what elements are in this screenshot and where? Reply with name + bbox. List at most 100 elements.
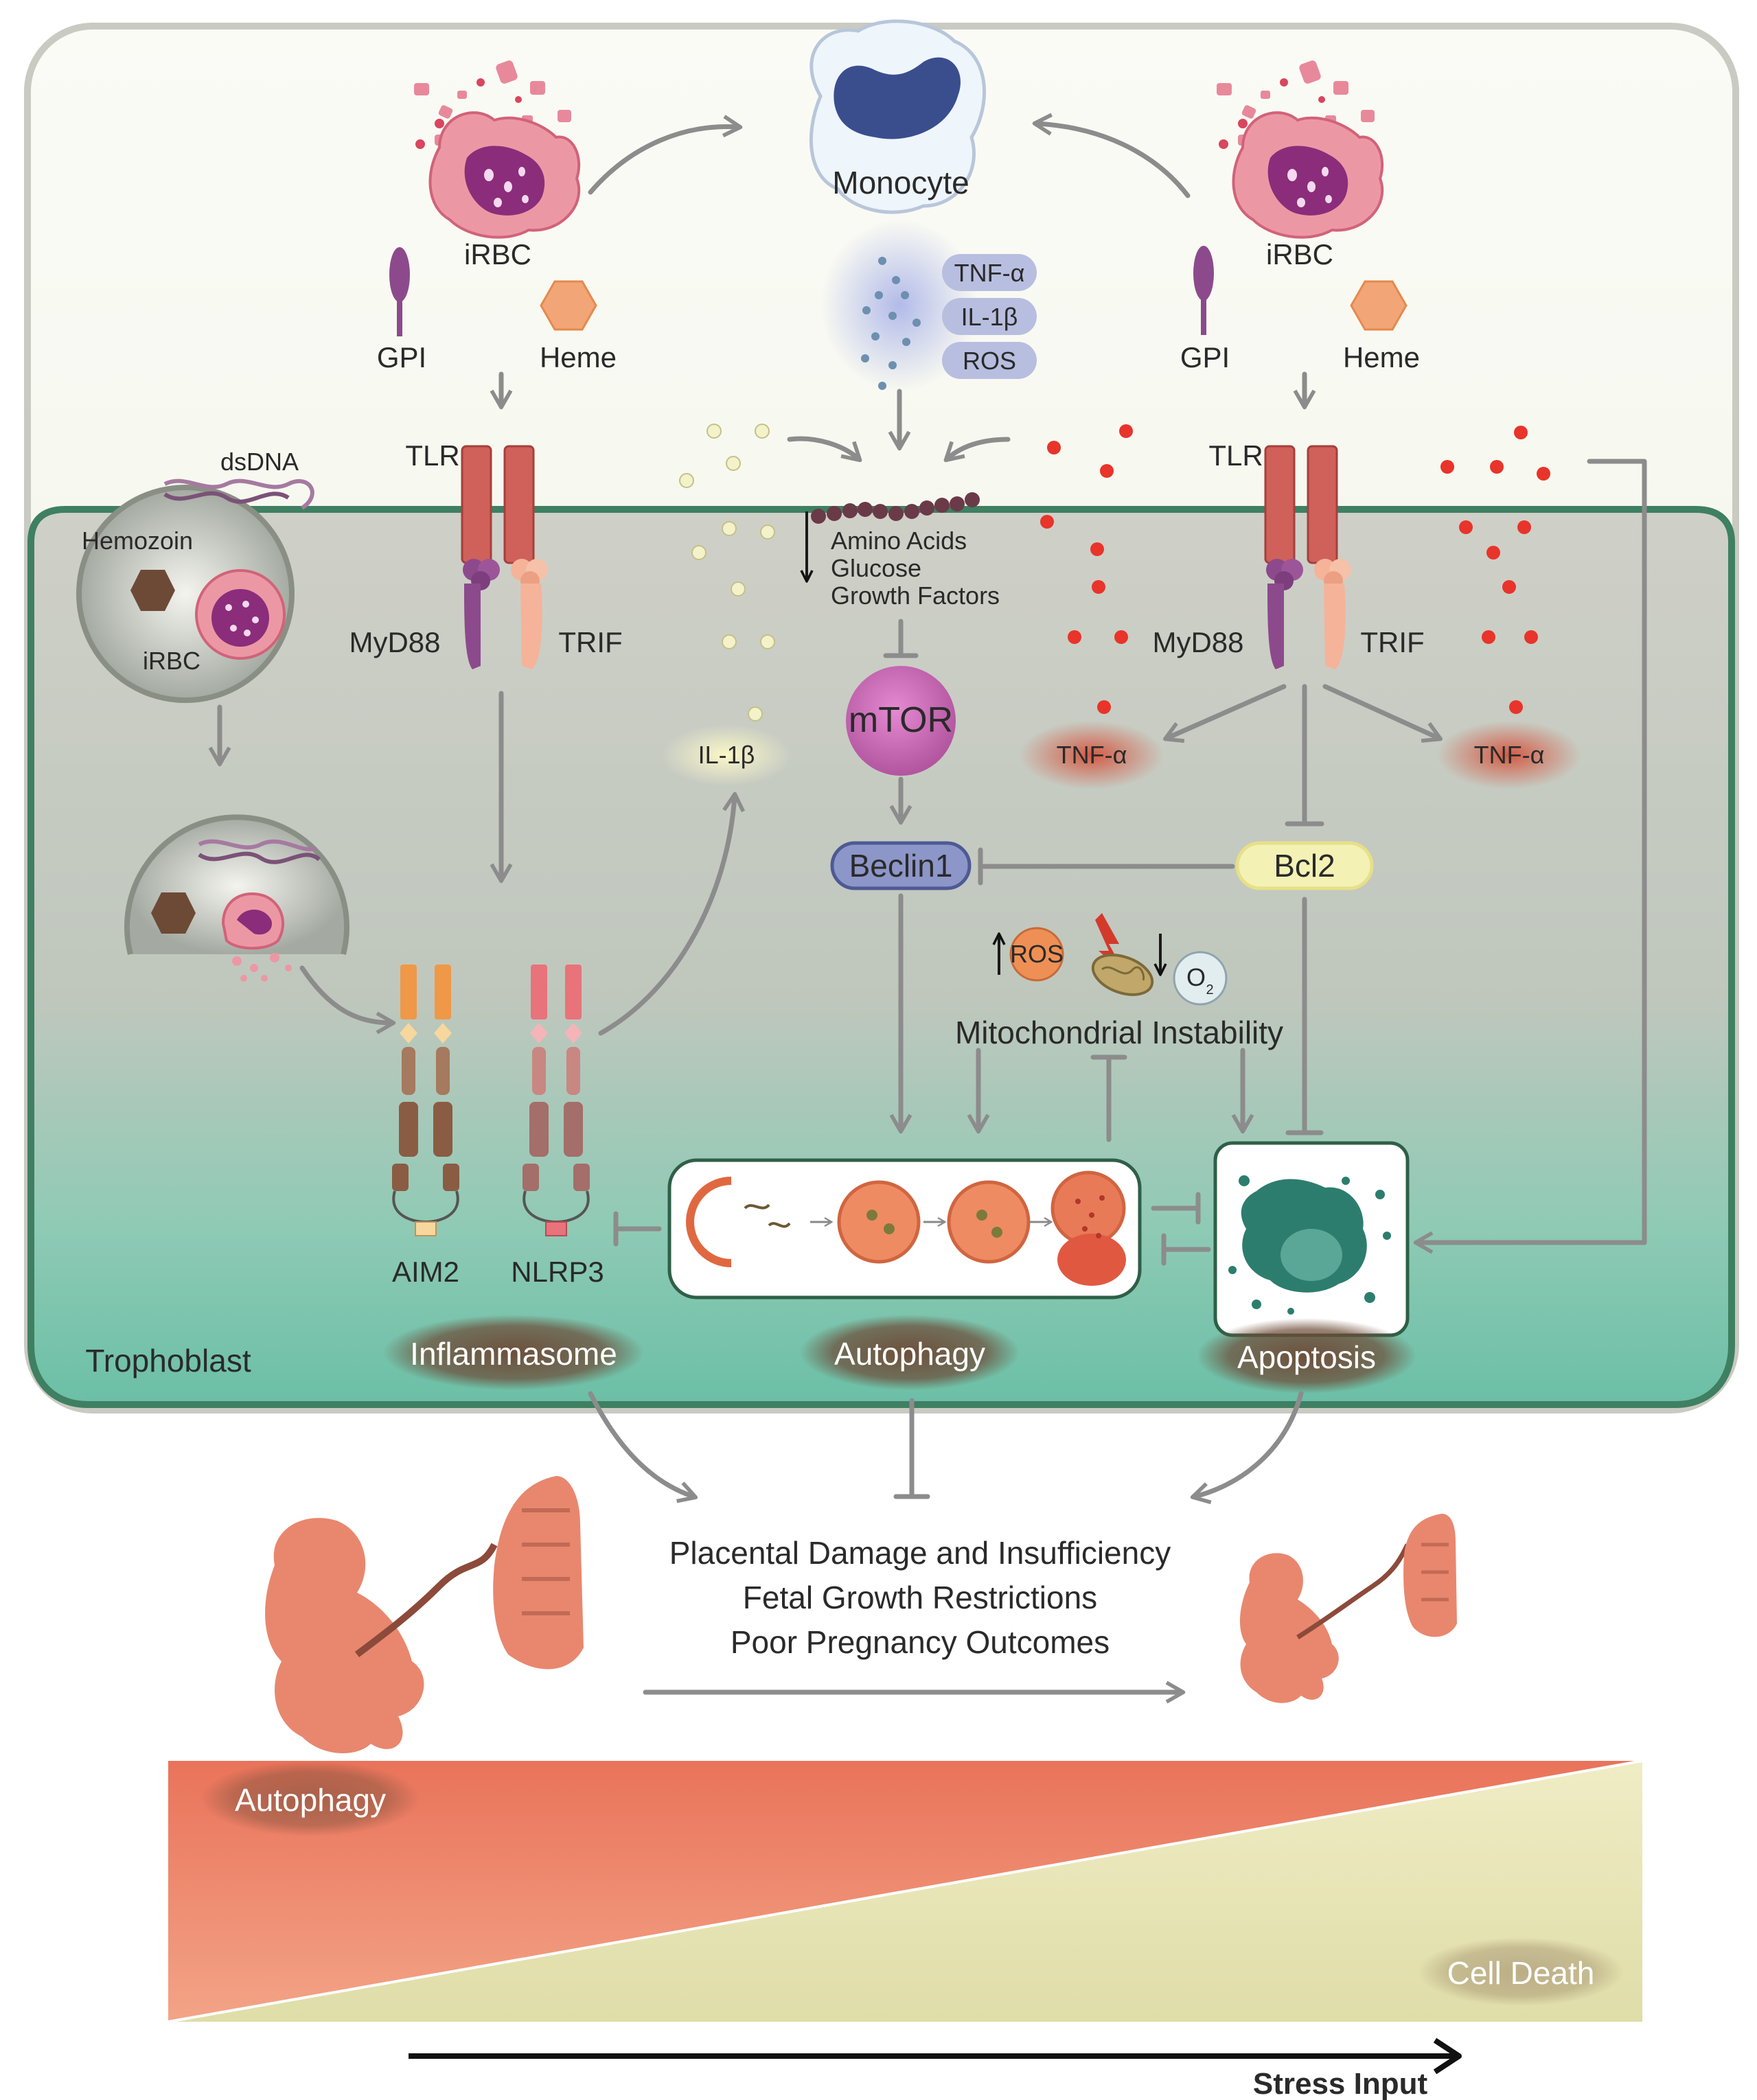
bottom-autophagy-glow	[200, 1761, 420, 1836]
stress-input-arrowhead	[1433, 2038, 1462, 2075]
inhibit-bcl2-apoptosis	[1285, 897, 1324, 1135]
heme-right-icon	[1350, 280, 1408, 331]
vacuole-top	[76, 478, 314, 703]
tnfa-left-glow	[1020, 721, 1164, 789]
mitochondrion-icon	[1091, 913, 1154, 996]
o2-subscript: 2	[1206, 982, 1213, 997]
inflammasome-glow	[383, 1315, 644, 1390]
gpi-left-label: GPI	[377, 341, 426, 373]
autophagy-box	[667, 1158, 1142, 1300]
cytokine-tnfa: TNF-α	[954, 259, 1025, 287]
arrow-apoptosis-to-outcomes	[1190, 1391, 1304, 1505]
apoptosis-label: Apoptosis	[1237, 1339, 1376, 1375]
ros-indicator: ROS	[992, 927, 1064, 982]
tnfa-dots	[1040, 424, 1550, 714]
vacuole-bottom	[124, 814, 349, 982]
tlr-left-receptor	[461, 445, 548, 669]
autophagy-glow	[800, 1315, 1020, 1390]
inhibit-apoptosis-autophagy	[1161, 1233, 1211, 1266]
dsdna-label: dsDNA	[220, 448, 299, 476]
myd88-left-label: MyD88	[349, 626, 440, 658]
irbc-left: iRBC	[414, 60, 581, 270]
cytokine-il1b: IL-1β	[961, 303, 1018, 331]
cytokine-ros: ROS	[963, 347, 1016, 375]
tlr-left-label: TLR	[405, 439, 459, 472]
arrow-irbc-left-to-monocyte	[588, 115, 743, 195]
nutrient-amino-acids: Amino Acids	[831, 527, 967, 555]
bcl2-label: Bcl2	[1274, 848, 1335, 884]
bcl2-node	[1235, 841, 1374, 890]
aim2-inflammasome	[392, 965, 459, 1236]
inhibit-autophagy-inflammasome	[613, 1211, 662, 1247]
inflammasome-label: Inflammasome	[410, 1336, 617, 1372]
mitochondrial-instability-label: Mitochondrial Instability	[955, 1015, 1283, 1050]
o2-indicator: O 2	[1153, 934, 1228, 1006]
inhibit-bcl2-beclin1	[978, 847, 1235, 886]
tnfa-right-glow	[1437, 721, 1581, 789]
nutrient-growth-factors: Growth Factors	[831, 581, 1000, 610]
nutrient-chain	[811, 492, 980, 524]
fetus-small-icon	[1239, 1514, 1457, 1703]
beclin1-label: Beclin1	[849, 848, 953, 884]
arrow-dots-to-cytokines-right	[943, 437, 1011, 463]
o2-label: O	[1186, 963, 1206, 991]
inhibit-autophagy-mito	[1090, 1054, 1127, 1142]
hemozoin-label: Hemozoin	[82, 527, 193, 555]
il1b-glow	[661, 724, 792, 786]
beclin1-node	[830, 841, 972, 890]
nutrient-glucose: Glucose	[831, 554, 921, 582]
fetus-large-icon	[265, 1476, 584, 1753]
il1b-dots	[679, 424, 775, 722]
trophoblast-label: Trophoblast	[85, 1343, 251, 1378]
irbc-left-label: iRBC	[464, 238, 531, 270]
outcome-fetal-growth: Fetal Growth Restrictions	[743, 1580, 1097, 1615]
tnfa-left-label: TNF-α	[1057, 741, 1127, 769]
cytokine-list: TNF-α IL-1β ROS	[942, 254, 1037, 379]
il1b-label: IL-1β	[698, 741, 755, 769]
tnfa-right-label: TNF-α	[1474, 741, 1545, 769]
irbc-vacuole-label: iRBC	[143, 647, 200, 675]
arrow-myd88-to-tnfa-left	[1162, 684, 1287, 743]
trif-right-label: TRIF	[1360, 626, 1424, 658]
gpi-left-icon	[389, 247, 410, 336]
irbc-right-label: iRBC	[1266, 238, 1333, 270]
stress-input-label: Stress Input	[1253, 2067, 1428, 2100]
irbc-right: iRBC	[1217, 60, 1384, 270]
bottom-autophagy-label: Autophagy	[235, 1782, 386, 1818]
autophagy-label: Autophagy	[834, 1336, 985, 1372]
monocyte-label: Monocyte	[832, 165, 969, 200]
cell-death-label: Cell Death	[1447, 1955, 1595, 1991]
cytokine-dots	[861, 257, 921, 390]
arrow-inflammasome-to-outcomes	[588, 1391, 698, 1503]
inhibit-nutrients-mtor	[883, 619, 919, 658]
arrow-trif-to-tnfa-right	[1322, 684, 1443, 743]
ros-label: ROS	[1010, 940, 1064, 968]
tlr-right-receptor	[1264, 445, 1351, 669]
cell-death-glow	[1418, 1937, 1624, 2006]
nlrp3-label: NLRP3	[511, 1256, 604, 1288]
apoptosis-box	[1213, 1141, 1410, 1337]
arrow-tnfa-to-apoptosis	[1413, 459, 1647, 1254]
myd88-right-label: MyD88	[1152, 626, 1243, 658]
arrow-irbc-right-to-monocyte	[1032, 113, 1191, 198]
apoptosis-glow	[1197, 1318, 1416, 1394]
arrow-vacuole-to-aim2	[299, 965, 396, 1035]
inhibit-tlr-bcl2	[1285, 684, 1324, 827]
outcome-placental-damage: Placental Damage and Insufficiency	[669, 1535, 1171, 1571]
inhibit-autophagy-outcomes	[893, 1398, 930, 1499]
arrow-dots-to-cytokines-left	[787, 436, 862, 463]
gpi-right-label: GPI	[1180, 341, 1230, 373]
heme-left-icon	[540, 280, 597, 331]
heme-left-label: Heme	[540, 341, 617, 373]
nlrp3-inflammasome	[522, 965, 590, 1236]
mtor-node	[846, 666, 956, 776]
tlr-right-label: TLR	[1208, 439, 1263, 472]
inhibit-autophagy-apoptosis	[1151, 1192, 1201, 1225]
autophagy-celldeath-band	[168, 1759, 1643, 2023]
heme-right-label: Heme	[1343, 341, 1420, 373]
trif-left-label: TRIF	[558, 626, 622, 658]
outcome-poor-pregnancy: Poor Pregnancy Outcomes	[731, 1624, 1110, 1660]
aim2-label: AIM2	[392, 1256, 459, 1288]
mtor-label: mTOR	[849, 700, 953, 740]
